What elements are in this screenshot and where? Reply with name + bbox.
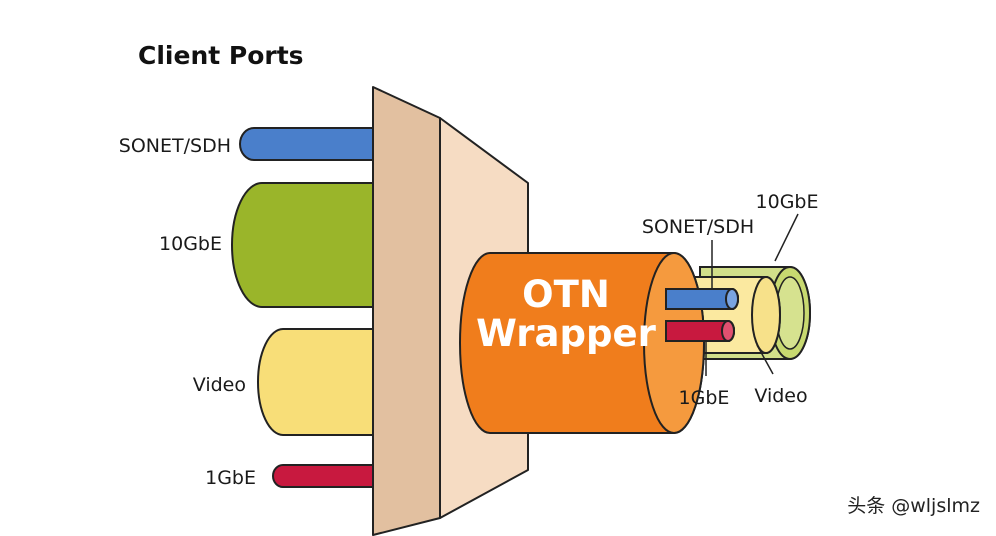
video-label: Video [193,374,246,396]
wrapper-label-line2: Wrapper [476,312,656,355]
panel-front-face [372,86,441,536]
tengbe-label: 10GbE [159,233,222,255]
bundle-label-video: Video [754,385,807,407]
credit-watermark: 头条 @wljslmz [847,495,980,517]
bundle-label-sonet: SONET/SDH [642,216,754,238]
bundle-label-10gbe: 10GbE [756,191,819,213]
client-port-video: Video [193,328,381,436]
sonet-label: SONET/SDH [119,135,231,157]
wrapper-label-line1: OTN [522,273,610,316]
bundle-label-1gbe: 1GbE [679,387,730,409]
leader-10gbe [774,213,799,262]
onegbe-label: 1GbE [205,467,256,489]
sonet-tube [239,127,381,161]
leader-video [756,344,774,375]
client-port-1gbe: 1GbE [205,464,381,489]
video-tube [257,328,381,436]
tengbe-tube [231,182,381,308]
client-port-sonet: SONET/SDH [119,127,381,161]
onegbe-tube [272,464,381,488]
diagram-title: Client Ports [138,41,304,70]
client-port-10gbe: 10GbE [159,182,381,308]
bundle-cores-front [665,288,739,342]
